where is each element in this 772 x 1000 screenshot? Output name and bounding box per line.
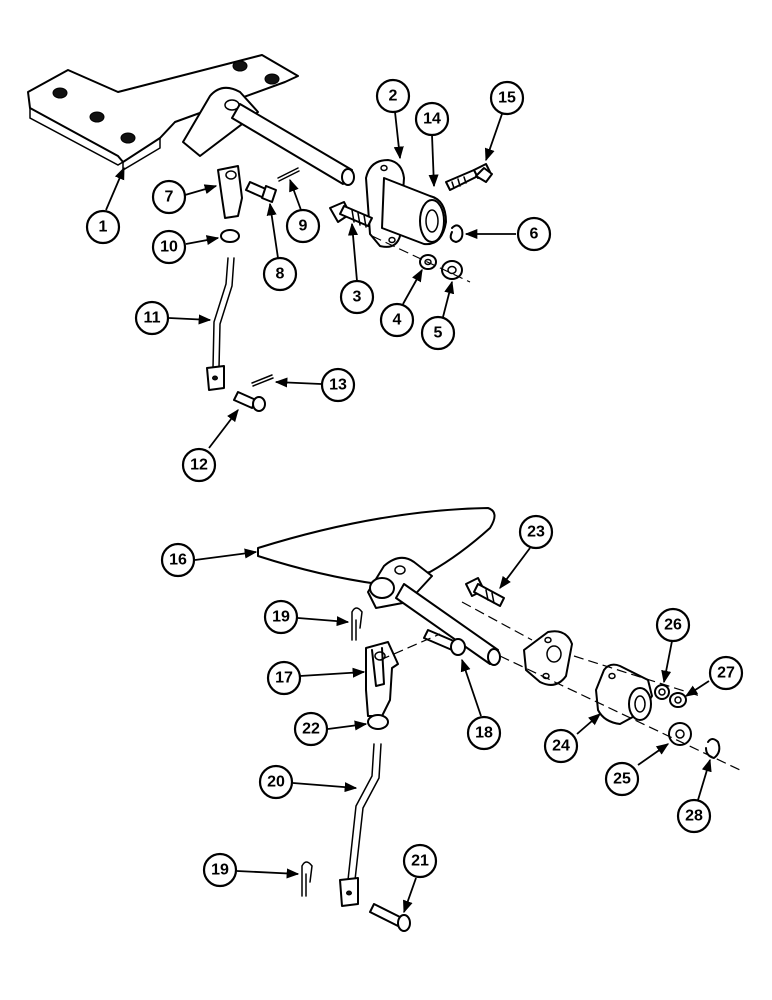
callout-19-upper: 19: [263, 599, 299, 635]
cotter-pin-upper: [277, 167, 300, 182]
svg-text:16: 16: [169, 552, 187, 569]
callout-11: 11: [134, 300, 170, 336]
svg-text:27: 27: [717, 665, 735, 682]
clevis-upper: [217, 165, 243, 219]
washer-lower: [654, 684, 670, 700]
thrust-washer: [668, 722, 692, 746]
svg-text:2: 2: [389, 88, 398, 105]
snap-ring-upper: [449, 224, 464, 243]
callout-8: 8: [262, 256, 298, 292]
callout-21: 21: [402, 843, 438, 879]
callout-15: 15: [489, 80, 525, 116]
lower-assembly: [257, 507, 741, 932]
callout-27: 27: [708, 655, 744, 691]
callout-23: 23: [518, 514, 554, 550]
hair-pin-clip-upper: [351, 607, 363, 641]
callout-7: 7: [151, 179, 187, 215]
callout-18: 18: [466, 715, 502, 751]
cotter-pin-lower: [251, 374, 274, 387]
svg-text:21: 21: [411, 853, 429, 870]
callout-17: 17: [266, 660, 302, 696]
callout-1: 1: [85, 209, 121, 245]
svg-text:7: 7: [165, 189, 174, 206]
callout-26: 26: [655, 607, 691, 643]
svg-text:18: 18: [475, 725, 493, 742]
clevis-pin-18: [423, 629, 466, 656]
svg-text:22: 22: [302, 721, 320, 738]
callout-20: 20: [258, 764, 294, 800]
callout-10: 10: [151, 229, 187, 265]
callout-6: 6: [516, 216, 552, 252]
svg-text:3: 3: [353, 289, 362, 306]
svg-text:1: 1: [99, 219, 108, 236]
callout-3: 3: [339, 279, 375, 315]
clevis-lower: [365, 641, 399, 717]
svg-text:15: 15: [498, 90, 516, 107]
grease-fitting: [475, 167, 493, 183]
svg-text:20: 20: [267, 774, 285, 791]
clevis-pin-lower: [233, 391, 266, 412]
control-rod-upper: [206, 257, 235, 391]
svg-text:10: 10: [160, 239, 178, 256]
callout-22: 22: [293, 711, 329, 747]
callout-16: 16: [160, 542, 196, 578]
bolt-flange: [465, 577, 505, 607]
svg-text:26: 26: [664, 617, 682, 634]
hair-pin-clip-lower: [301, 861, 313, 897]
callout-5: 5: [420, 315, 456, 351]
callout-24: 24: [543, 728, 579, 764]
clevis-pin-21: [369, 903, 411, 932]
svg-text:24: 24: [552, 738, 570, 755]
nut-upper: [441, 260, 463, 280]
callout-14: 14: [414, 101, 450, 137]
callout-2: 2: [375, 78, 411, 114]
svg-text:19: 19: [272, 609, 290, 626]
svg-text:5: 5: [434, 325, 443, 342]
bearing-housing: [365, 159, 447, 248]
svg-text:4: 4: [393, 312, 402, 329]
svg-text:19: 19: [211, 862, 229, 879]
upper-assembly: [27, 54, 493, 412]
svg-text:6: 6: [530, 226, 539, 243]
callout-4: 4: [379, 302, 415, 338]
callout-19-lower: 19: [202, 852, 238, 888]
svg-text:23: 23: [527, 524, 545, 541]
leader-lines: [105, 111, 712, 914]
callout-28: 28: [676, 798, 712, 834]
callout-13: 13: [320, 367, 356, 403]
svg-text:28: 28: [685, 808, 703, 825]
lock-nut-upper: [220, 229, 240, 243]
clevis-pin-upper: [245, 181, 277, 203]
svg-text:17: 17: [275, 670, 293, 687]
callout-25: 25: [604, 761, 640, 797]
lock-nut-lower: [367, 714, 389, 730]
svg-text:25: 25: [613, 771, 631, 788]
svg-text:8: 8: [276, 266, 285, 283]
bracket-plate: [27, 54, 355, 186]
callout-12: 12: [181, 447, 217, 483]
nut-lower: [669, 692, 687, 708]
svg-text:12: 12: [190, 457, 208, 474]
svg-text:9: 9: [299, 218, 308, 235]
svg-text:14: 14: [423, 111, 441, 128]
bolt-housing: [329, 201, 373, 228]
svg-text:13: 13: [329, 377, 347, 394]
bearing-housing-lower: [595, 663, 653, 725]
pedal-plate: [257, 507, 501, 666]
callout-9: 9: [285, 208, 321, 244]
svg-text:11: 11: [144, 310, 161, 327]
control-rod-lower: [339, 743, 382, 907]
